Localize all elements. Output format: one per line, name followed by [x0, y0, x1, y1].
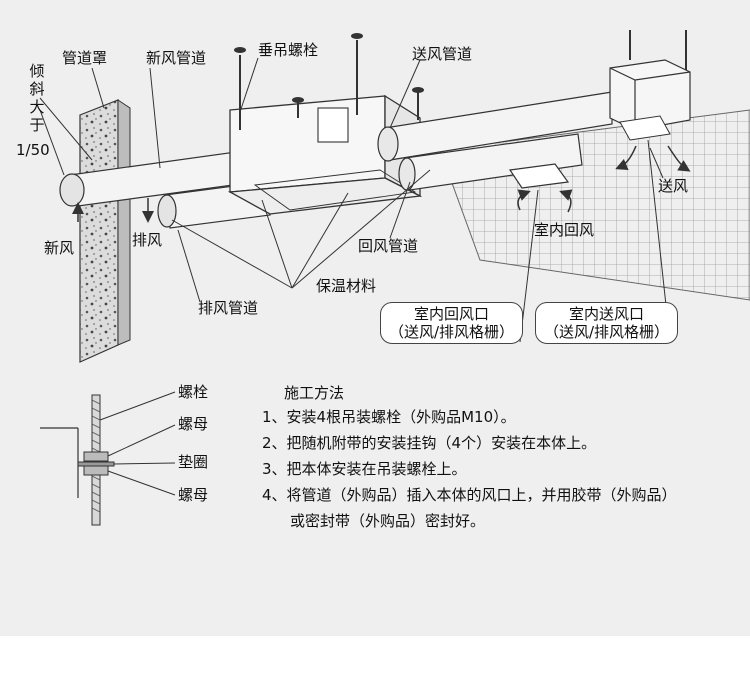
hanging-bolts	[239, 30, 687, 130]
supply-diffuser-box	[609, 59, 691, 141]
return-duct-label: 回风管道	[358, 237, 419, 255]
detail-bolt-label: 螺栓	[178, 383, 209, 401]
return-air-duct	[398, 133, 583, 191]
bolt-detail-drawing	[40, 391, 176, 526]
exhaust-duct-label: 排风管道	[198, 299, 259, 317]
method-step-1: 1、安装4根吊装螺栓（外购品M10）。	[262, 408, 516, 426]
indoor-return-grille	[508, 163, 570, 189]
indoor-return-grille-label: （送风/排风格栅）	[389, 323, 515, 341]
ventilation-unit	[227, 94, 423, 215]
slope-ratio-label: 1/50	[16, 141, 50, 159]
method-title: 施工方法	[284, 384, 345, 402]
slope-char-1: 倾	[29, 62, 45, 80]
hanging-bolt-label: 垂吊螺栓	[258, 41, 319, 59]
fresh-air-label: 新风	[44, 239, 75, 257]
detail-nut-top-label: 螺母	[178, 415, 209, 433]
indoor-supply-outlet-callout: 室内送风口 （送风/排风格栅）	[535, 302, 679, 344]
slope-char-4: 于	[29, 116, 45, 134]
slope-char-3: 大	[29, 98, 45, 116]
method-step-3: 3、把本体安装在吊装螺栓上。	[262, 460, 467, 478]
method-step-4: 4、将管道（外购品）插入本体的风口上，并用胶带（外购品）	[262, 486, 677, 504]
indoor-return-outlet-callout: 室内回风口 （送风/排风格栅）	[380, 302, 524, 344]
construction-method: 施工方法 1、安装4根吊装螺栓（外购品M10）。 2、把随机附带的安装挂钩（4个…	[262, 382, 677, 534]
airflow-arrows	[72, 145, 691, 223]
indoor-return-label: 室内回风	[534, 221, 595, 239]
ventilation-installation-drawing	[39, 30, 750, 526]
insulation-label: 保温材料	[316, 277, 377, 295]
indoor-supply-outlet-label: 室内送风口	[569, 305, 645, 323]
slope-char-2: 斜	[29, 80, 45, 98]
slope-label: 倾斜大于	[28, 62, 46, 134]
indoor-supply-grille-label: （送风/排风格栅）	[544, 323, 670, 341]
exhaust-label: 排风	[132, 231, 163, 249]
wall-duct-cover	[79, 99, 131, 363]
duct-cover-label: 管道罩	[62, 49, 108, 67]
method-step-4-continued: 或密封带（外购品）密封好。	[290, 512, 486, 530]
supply-air-duct	[377, 91, 613, 162]
fresh-air-duct-label: 新风管道	[146, 49, 207, 67]
indoor-return-outlet-label: 室内回风口	[414, 305, 490, 323]
leader-lines	[39, 57, 671, 343]
supply-air-label: 送风	[658, 177, 689, 195]
method-step-2: 2、把随机附带的安装挂钩（4个）安装在本体上。	[262, 434, 597, 452]
detail-washer-label: 垫圈	[178, 453, 209, 471]
detail-nut-bottom-label: 螺母	[178, 486, 209, 504]
supply-duct-label: 送风管道	[412, 45, 473, 63]
fresh-air-duct	[59, 149, 256, 207]
